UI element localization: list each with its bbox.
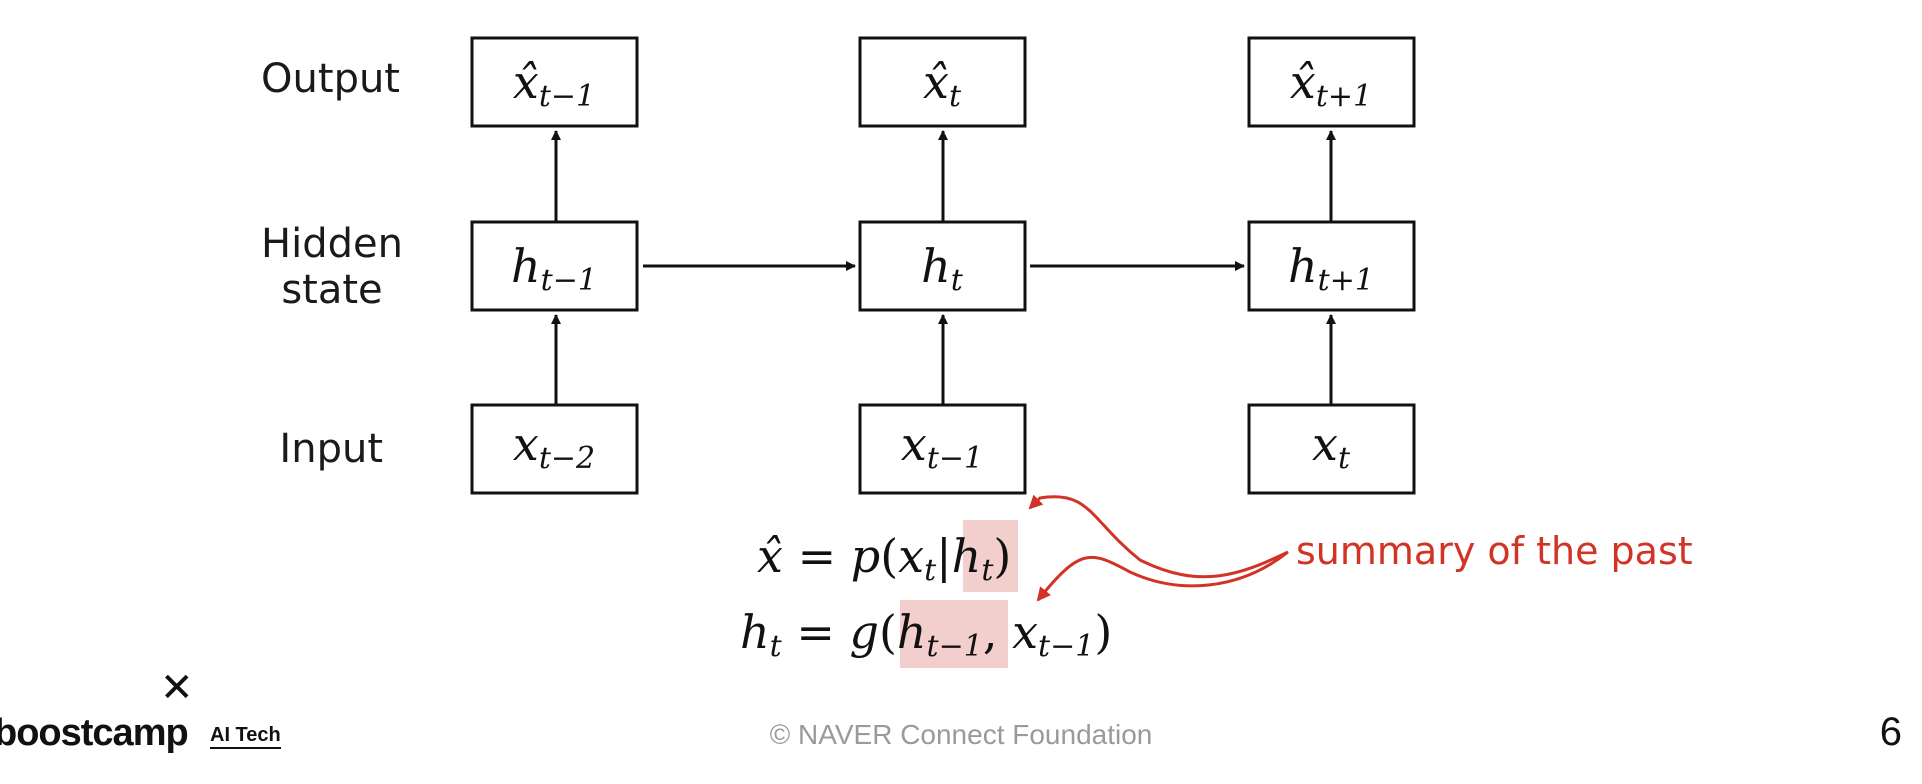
eq1-bar: | [936, 529, 952, 583]
eq1-cond-base: h [952, 529, 982, 583]
input-node-1-sub: t−2 [539, 441, 595, 476]
eq2-lhs-base: h [740, 605, 770, 659]
annotation-arrow-1 [1028, 494, 1289, 579]
svg-text:x̂t−1: x̂t−1 [513, 55, 595, 114]
input-node-3: xt [1247, 403, 1416, 495]
hidden-node-3-sub: t+1 [1318, 263, 1374, 298]
footer-copyright: © NAVER Connect Foundation [769, 719, 1153, 750]
highlight-ht [963, 520, 1018, 592]
eq1-func: p [851, 529, 880, 583]
eq2-arg2-sub: t−1 [1038, 629, 1094, 664]
row-label-hidden: Hidden [261, 221, 403, 267]
eq2-arg1-sub: t−1 [927, 629, 983, 664]
eq1-lhs: x̂ [757, 529, 783, 583]
annotation-arrow-2 [1036, 550, 1289, 602]
equation-2: ht = g(ht−1, xt−1) [740, 605, 1112, 664]
svg-text:ht−1: ht−1 [511, 239, 597, 298]
hidden-node-2-sub: t [951, 263, 964, 298]
eq1-open: ( [880, 529, 898, 583]
svg-text:xt−2: xt−2 [513, 417, 595, 476]
output-node-3-sub: t+1 [1316, 79, 1372, 114]
svg-text:xt: xt [1312, 417, 1351, 476]
input-node-1: xt−2 [470, 403, 639, 495]
svg-text:xt−1: xt−1 [901, 417, 983, 476]
input-node-2-sub: t−1 [927, 441, 983, 476]
eq2-open: ( [879, 605, 897, 659]
eq1-arg1-base: x [898, 529, 924, 583]
annotation-text: summary of the past [1296, 529, 1693, 573]
eq1-cond-sub: t [981, 553, 994, 588]
output-node-1-base: x̂ [513, 55, 539, 109]
eq1-equals: = [783, 529, 851, 583]
input-node-2-base: x [901, 417, 927, 471]
output-node-3: x̂t+1 [1247, 36, 1416, 128]
input-node-3-base: x [1312, 417, 1338, 471]
input-node-3-sub: t [1338, 441, 1351, 476]
eq2-arg2-base: x [1012, 605, 1038, 659]
output-node-3-base: x̂ [1290, 55, 1316, 109]
eq1-close: ) [993, 529, 1011, 583]
hidden-node-2: ht [858, 220, 1027, 312]
row-label-input: Input [279, 426, 383, 472]
output-node-2-sub: t [949, 79, 962, 114]
eq2-lhs-sub: t [770, 629, 783, 664]
input-node-2: xt−1 [858, 403, 1027, 495]
svg-text:ht: ht [921, 239, 964, 298]
output-node-1: x̂t−1 [470, 36, 639, 128]
highlight-ht-minus-1 [900, 600, 1008, 668]
hidden-node-3-base: h [1288, 239, 1318, 293]
equation-1: x̂ = p(xt|ht) [757, 529, 1011, 588]
eq1-arg1-sub: t [924, 553, 937, 588]
eq2-arg1-base: h [897, 605, 927, 659]
output-node-2-base: x̂ [923, 55, 949, 109]
input-node-1-base: x [513, 417, 539, 471]
hidden-node-2-base: h [921, 239, 951, 293]
svg-text:ht+1: ht+1 [1288, 239, 1374, 298]
row-label-output: Output [261, 56, 400, 102]
page-number: 6 [1879, 710, 1902, 754]
eq2-comma: , [983, 605, 1012, 659]
eq2-close: ) [1094, 605, 1112, 659]
logo-subtitle: AI Tech [210, 724, 281, 749]
logo-x-icon: ✕ [160, 665, 194, 711]
hidden-node-1-sub: t−1 [541, 263, 597, 298]
eq2-equals: = [782, 605, 850, 659]
output-node-1-sub: t−1 [539, 79, 595, 114]
logo-wordmark: boostcamp [0, 712, 189, 754]
hidden-node-3: ht+1 [1247, 220, 1416, 312]
row-label-state: state [281, 267, 382, 313]
hidden-node-1-base: h [511, 239, 541, 293]
output-node-2: x̂t [858, 36, 1027, 128]
eq2-func: g [850, 605, 879, 659]
svg-text:x̂t+1: x̂t+1 [1290, 55, 1372, 114]
svg-text:x̂t: x̂t [923, 55, 962, 114]
hidden-node-1: ht−1 [470, 220, 639, 312]
